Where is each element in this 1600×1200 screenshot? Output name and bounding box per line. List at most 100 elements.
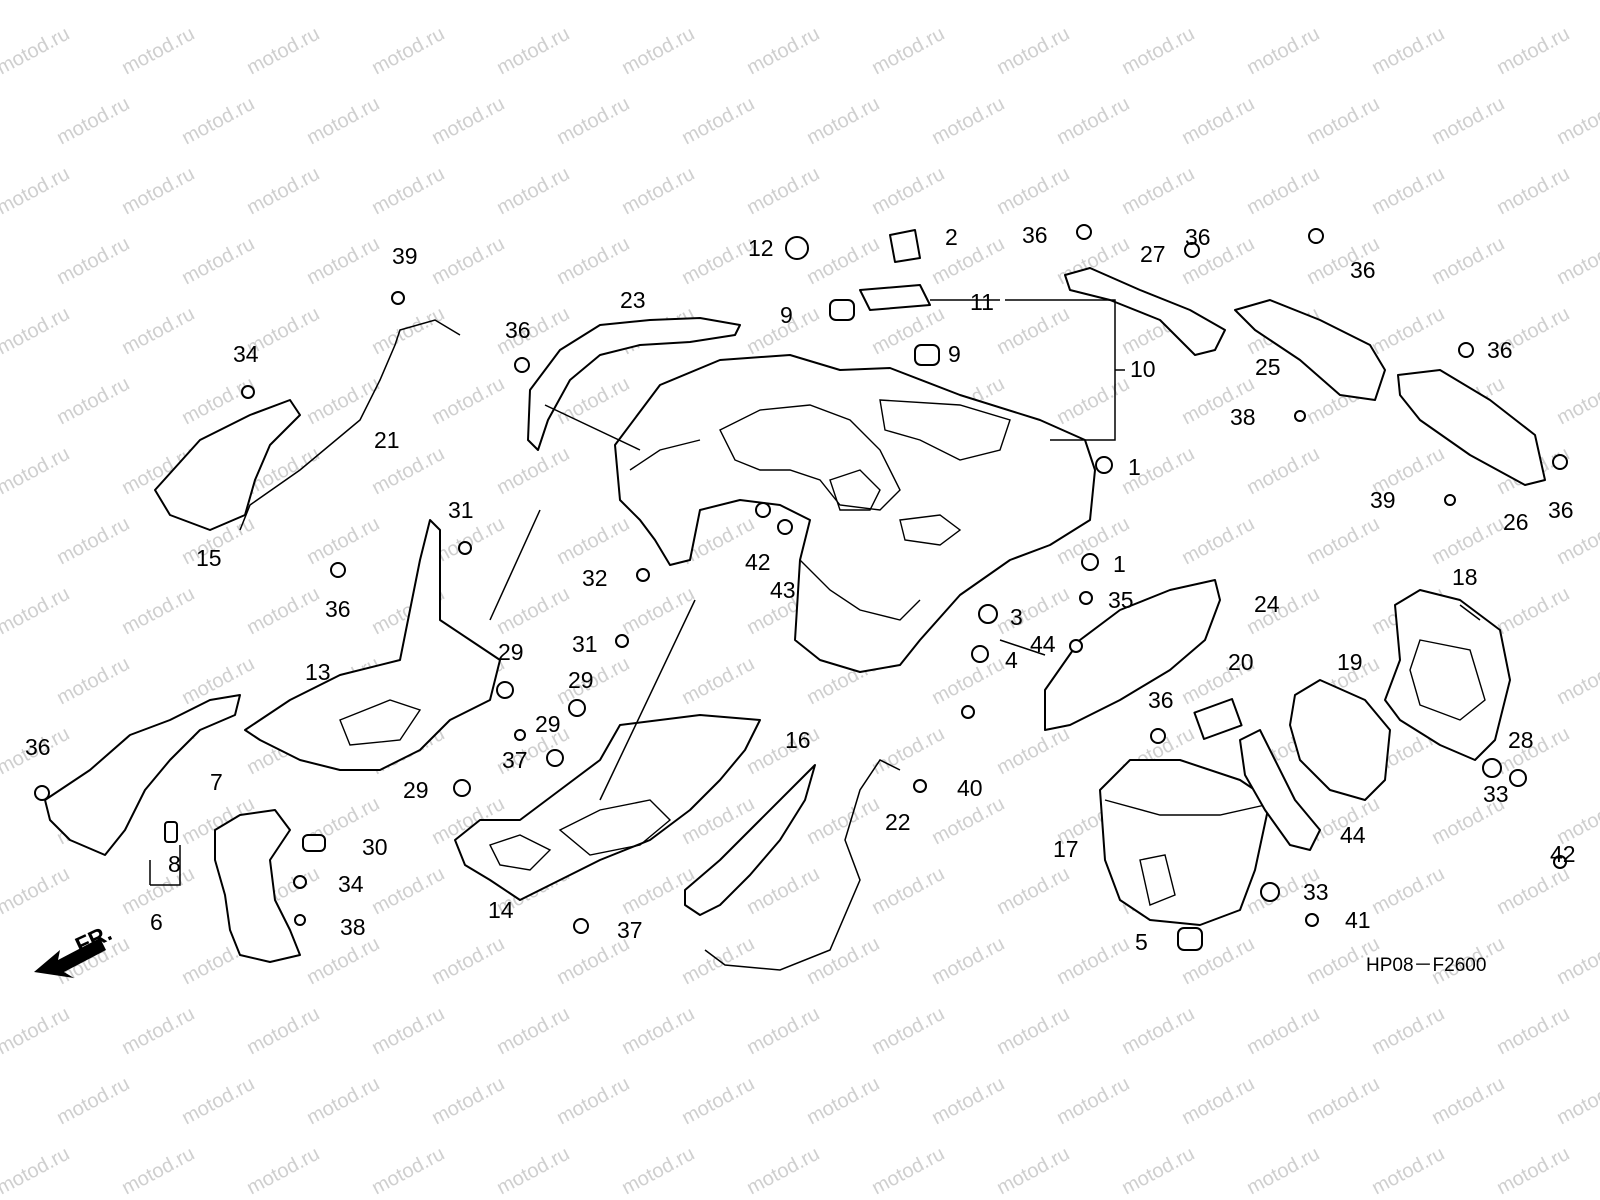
- callout-42a: 42: [745, 549, 771, 575]
- part-4: [971, 645, 989, 663]
- callout-29c: 29: [535, 711, 561, 737]
- part-5: [1177, 927, 1203, 951]
- part-13: [244, 519, 501, 771]
- part-19: [1289, 679, 1391, 801]
- part-30: [302, 834, 326, 852]
- callout-43: 44: [1340, 822, 1366, 848]
- callout-36f: 36: [505, 317, 531, 343]
- callout-10: 10: [1130, 356, 1156, 382]
- part-17: [1099, 759, 1271, 926]
- part-1b: [1081, 553, 1099, 571]
- callout-16: 16: [785, 727, 811, 753]
- callout-34b: 34: [338, 871, 364, 897]
- part-7: [214, 809, 301, 963]
- callout-8: 8: [168, 851, 181, 877]
- callout-39b: 40: [957, 775, 983, 801]
- callout-9a: 9: [780, 302, 793, 328]
- callout-36i: 36: [1148, 687, 1174, 713]
- callout-37a: 37: [502, 747, 528, 773]
- callout-25: 25: [1255, 354, 1281, 380]
- callout-38a: 38: [1230, 404, 1256, 430]
- callout-22: 22: [885, 809, 911, 835]
- callout-13: 13: [305, 659, 331, 685]
- callout-9b: 9: [948, 341, 961, 367]
- callout-15: 15: [196, 545, 222, 571]
- part-42b: [777, 519, 793, 535]
- callout-41: 42: [1550, 841, 1576, 867]
- callout-2: 2: [945, 224, 958, 250]
- part-2: [889, 229, 921, 263]
- part-23: [527, 317, 741, 451]
- part-14: [454, 714, 761, 901]
- callout-7: 7: [210, 769, 223, 795]
- callout-36j: 37: [617, 917, 643, 943]
- callout-30: 30: [362, 834, 388, 860]
- part-24: [1044, 579, 1221, 731]
- callout-29d: 29: [403, 777, 429, 803]
- part-33b: [1260, 882, 1280, 902]
- callout-12: 12: [748, 235, 774, 261]
- callout-21: 21: [374, 427, 400, 453]
- callout-36b: 36: [1185, 224, 1211, 250]
- callout-26: 26: [1503, 509, 1529, 535]
- callout-34a: 34: [233, 341, 259, 367]
- callout-32: 32: [582, 565, 608, 591]
- callout-31b: 31: [572, 631, 598, 657]
- figure-code: HP08－F2600: [1366, 955, 1487, 976]
- callout-5: 5: [1135, 929, 1148, 955]
- part-29a: [496, 681, 514, 699]
- part-9b: [914, 344, 940, 366]
- front-direction-arrow: FR.: [34, 919, 116, 978]
- callout-36c: 36: [1350, 257, 1376, 283]
- leader-lines: [149, 299, 1481, 886]
- callout-1a: 1: [1128, 454, 1141, 480]
- callout-40: 41: [1345, 907, 1371, 933]
- callout-4: 4: [1005, 647, 1018, 673]
- callout-labels: 1 1 2 3 4 5 6 7 8 9 9 10 11 12 13 14 15 …: [25, 222, 1576, 955]
- callout-37b: 38: [340, 914, 366, 940]
- part-25: [1234, 299, 1386, 401]
- callout-36e: 36: [1548, 497, 1574, 523]
- part-33a: [1482, 758, 1502, 778]
- callout-19: 19: [1337, 649, 1363, 675]
- part-26: [1397, 369, 1546, 486]
- part-27: [1064, 267, 1226, 356]
- callout-23: 23: [620, 287, 646, 313]
- callout-11: 11: [970, 289, 994, 315]
- part-1a: [1095, 456, 1113, 474]
- callout-33a: 33: [1483, 781, 1509, 807]
- callout-18: 18: [1452, 564, 1478, 590]
- callout-42b: 43: [770, 577, 796, 603]
- callout-24: 24: [1254, 591, 1280, 617]
- callout-38b: 39: [1370, 487, 1396, 513]
- callout-44a: 44: [1030, 631, 1056, 657]
- part-15: [154, 399, 301, 531]
- part-12: [785, 236, 809, 260]
- part-6-piece: [44, 694, 241, 856]
- callout-3: 3: [1010, 604, 1023, 630]
- part-29d: [453, 779, 471, 797]
- part-3: [978, 604, 998, 624]
- part-9a: [829, 299, 855, 321]
- part-18: [1384, 589, 1511, 761]
- fasteners: [34, 224, 1568, 934]
- part-21: [239, 319, 461, 531]
- callout-36d: 36: [1487, 337, 1513, 363]
- callout-33b: 33: [1303, 879, 1329, 905]
- callout-27: 27: [1140, 241, 1166, 267]
- callout-6: 6: [150, 909, 163, 935]
- callout-39a: 39: [392, 243, 418, 269]
- callout-31a: 31: [448, 497, 474, 523]
- callout-36g: 36: [325, 596, 351, 622]
- callout-17: 17: [1053, 836, 1079, 862]
- part-16: [684, 764, 816, 916]
- callout-14: 14: [488, 897, 514, 923]
- part-43: [1239, 729, 1321, 851]
- part-28: [1509, 769, 1527, 787]
- callout-36a: 36: [1022, 222, 1048, 248]
- callout-29b: 29: [568, 667, 594, 693]
- rear-fender: [614, 354, 1096, 673]
- callout-20: 20: [1228, 649, 1254, 675]
